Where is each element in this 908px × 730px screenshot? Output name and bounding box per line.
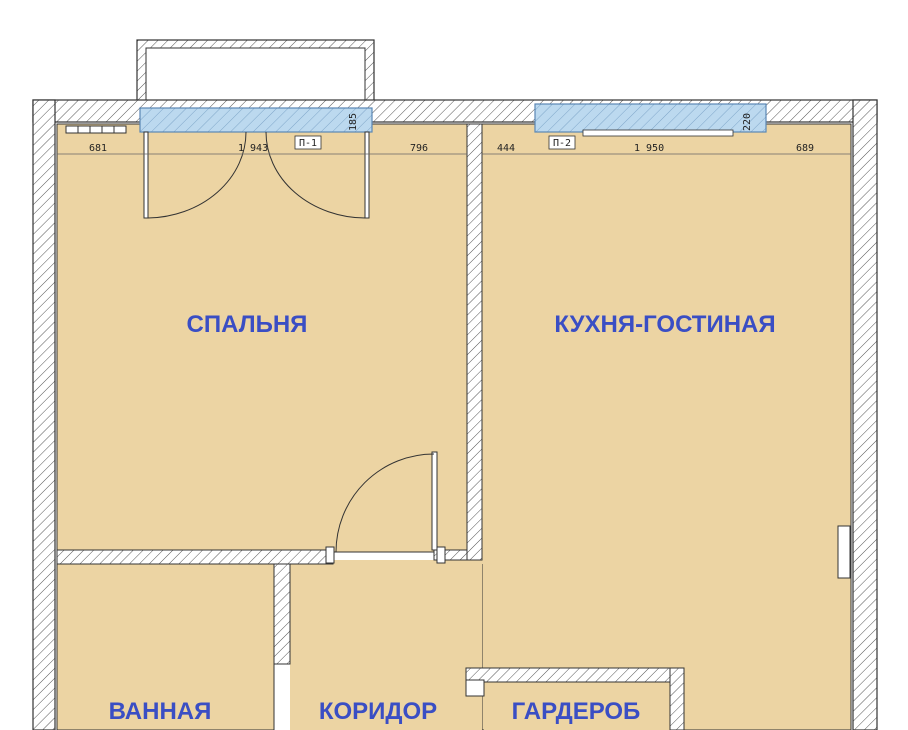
dim-window-1-depth: 185 bbox=[348, 113, 359, 131]
radiator-right bbox=[582, 129, 734, 137]
room-label-bedroom: СПАЛЬНЯ bbox=[187, 311, 308, 338]
tag-window-1-text: П-1 bbox=[299, 138, 317, 149]
dim-left-a: 681 bbox=[89, 143, 107, 154]
room-label-corridor: КОРИДОР bbox=[319, 698, 437, 725]
window-1 bbox=[139, 107, 373, 133]
window-2 bbox=[534, 103, 767, 133]
room-label-wardrobe: ГАРДЕРОБ bbox=[512, 698, 641, 725]
interior-walls bbox=[56, 123, 685, 730]
radiator-left bbox=[65, 125, 127, 134]
dim-right-b: 1 950 bbox=[634, 143, 664, 154]
dim-right-c: 689 bbox=[796, 143, 814, 154]
bedroom-door bbox=[325, 451, 446, 564]
floor bbox=[56, 123, 852, 730]
room-label-bathroom: ВАННАЯ bbox=[109, 698, 212, 725]
room-label-kitchen-living: КУХНЯ-ГОСТИНАЯ bbox=[554, 311, 775, 338]
dim-window-2-depth: 220 bbox=[742, 113, 753, 131]
dim-left-b: 1 943 bbox=[238, 143, 268, 154]
kitchen-side-element bbox=[837, 430, 852, 730]
balcony-door bbox=[143, 131, 370, 219]
tag-window-2: П-2 bbox=[548, 135, 576, 150]
tag-window-2-text: П-2 bbox=[553, 138, 571, 149]
balcony bbox=[136, 39, 375, 109]
dim-left-c: 796 bbox=[410, 143, 428, 154]
dim-right-a: 444 bbox=[497, 143, 515, 154]
tag-window-1: П-1 bbox=[294, 135, 322, 150]
